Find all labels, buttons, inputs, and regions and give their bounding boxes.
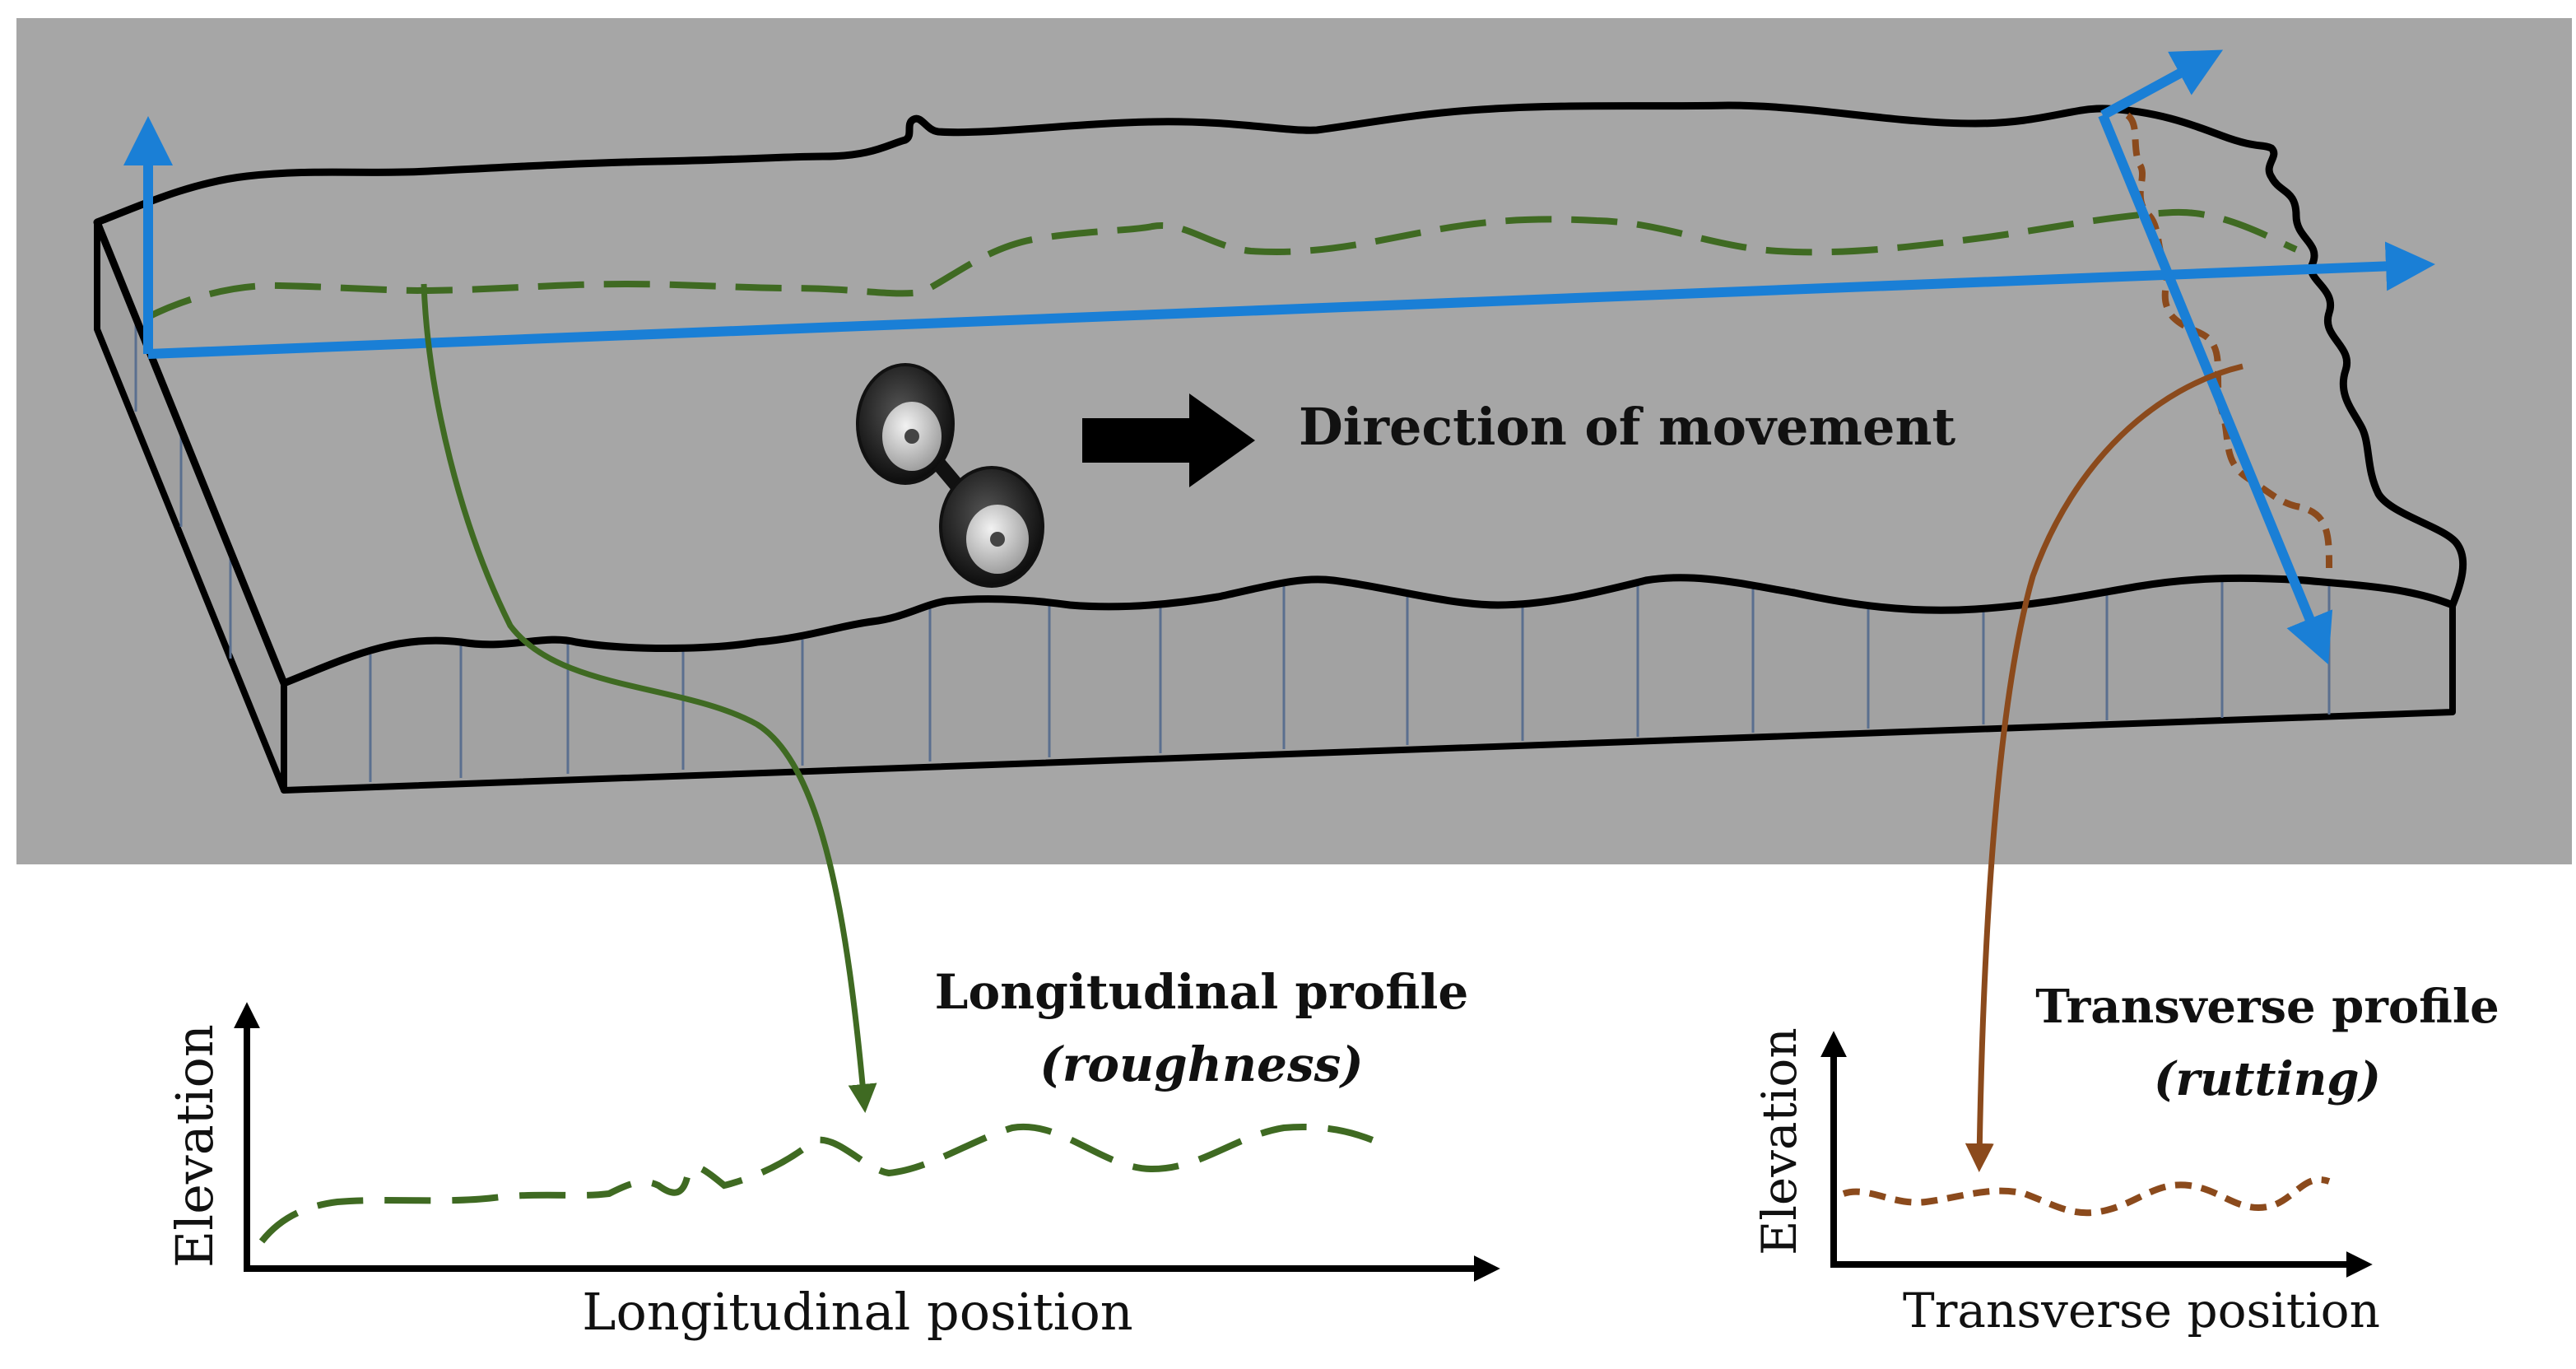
long-x-axis-label: Longitudinal position — [582, 1282, 1132, 1342]
long-profile-curve — [258, 1123, 1393, 1244]
axis-z2-arrow — [2100, 49, 2224, 120]
transverse-chart: Elevation Transverse position Transverse… — [1751, 980, 2499, 1339]
axis-x-arrow — [147, 241, 2435, 359]
trans-x-axis-label: Transverse position — [1903, 1283, 2380, 1339]
transverse-connector-arrow — [1965, 363, 2244, 1172]
trans-y-axis-label: Elevation — [1751, 1027, 1807, 1255]
surface-longitudinal-profile — [146, 208, 2298, 320]
trans-subtitle: (rutting) — [2154, 1052, 2381, 1106]
arrow-right-icon — [1082, 393, 1255, 487]
slab-ticks — [134, 272, 2331, 782]
coordinate-axes — [123, 49, 2435, 665]
long-subtitle: (roughness) — [1039, 1036, 1363, 1092]
long-y-axis-label: Elevation — [165, 1024, 225, 1268]
trans-profile-curve — [1842, 1176, 2331, 1217]
long-title: Longitudinal profile — [935, 964, 1469, 1020]
longitudinal-chart: Elevation Longitudinal position Longitud… — [165, 964, 1500, 1342]
direction-label: Direction of movement — [1299, 397, 1956, 457]
surface-transverse-profile — [2125, 112, 2332, 569]
trans-title: Transverse profile — [2035, 980, 2499, 1034]
longitudinal-connector-arrow — [421, 283, 877, 1113]
axis-y-arrow — [2098, 113, 2333, 665]
wheel-axle-icon — [856, 363, 1044, 588]
